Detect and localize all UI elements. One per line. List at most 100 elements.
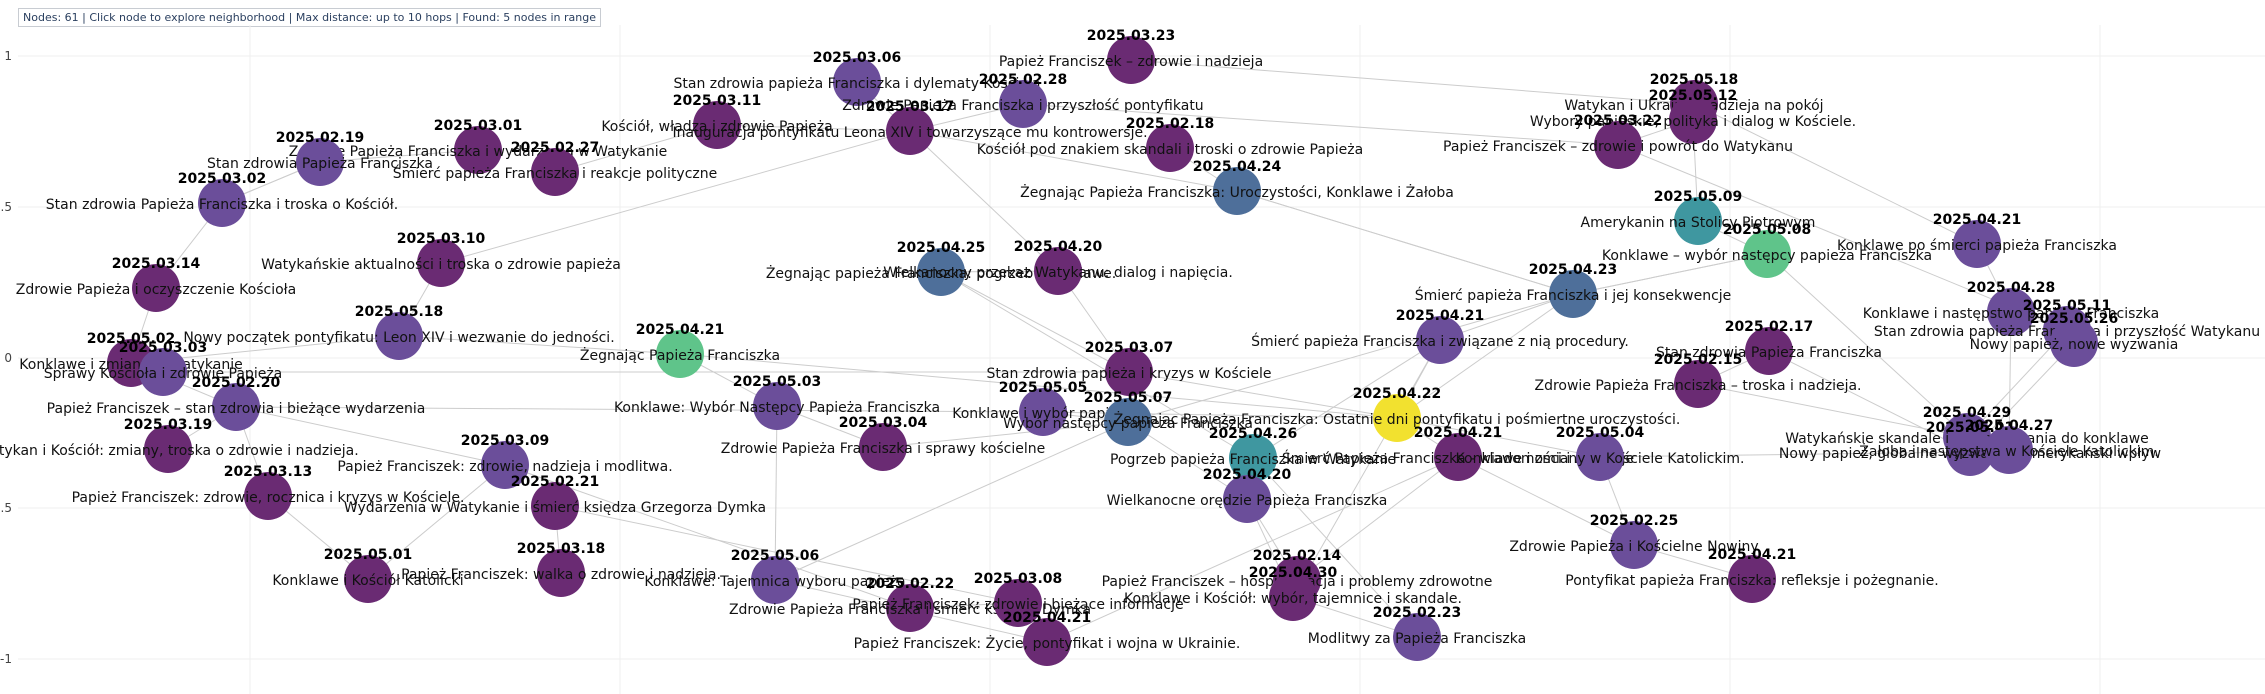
graph-node[interactable]: Śmierć papieża Franciszka i jej konsekwe… bbox=[1415, 262, 1732, 318]
graph-node[interactable]: Watykańskie aktualności i troska o zdrow… bbox=[261, 231, 621, 287]
node-circle[interactable] bbox=[144, 425, 192, 473]
node-circle[interactable] bbox=[886, 584, 934, 632]
node-circle[interactable] bbox=[1229, 434, 1277, 482]
node-circle[interactable] bbox=[693, 101, 741, 149]
graph-node[interactable]: Wielkanocny przekaz Watykanu: dialog i n… bbox=[883, 239, 1233, 295]
graph-node[interactable]: Kościół pod znakiem skandali i troski o … bbox=[977, 116, 1363, 172]
node-circle[interactable] bbox=[296, 138, 344, 186]
graph-node[interactable]: Wydarzenia w Watykanie i śmierć księdza … bbox=[344, 474, 766, 530]
graph-node[interactable]: Nowy początek pontyfikatu: Leon XIV i we… bbox=[183, 304, 615, 360]
node-circle[interactable] bbox=[531, 482, 579, 530]
graph-node[interactable]: Śmierć papieża Franciszka i związane z n… bbox=[1251, 308, 1629, 364]
node-circle[interactable] bbox=[859, 423, 907, 471]
node-circle[interactable] bbox=[537, 549, 585, 597]
node-circle[interactable] bbox=[2050, 319, 2098, 367]
graph-node[interactable]: Wybór następcy papieża Franciszka2025.05… bbox=[1003, 390, 1253, 446]
node-circle[interactable] bbox=[1728, 555, 1776, 603]
node-circle[interactable] bbox=[1269, 573, 1317, 621]
node-circle[interactable] bbox=[198, 179, 246, 227]
node-circle[interactable] bbox=[917, 248, 965, 296]
graph-node[interactable]: Żegnając papieża Franciszka: pogrzeb i k… bbox=[766, 240, 1116, 296]
node-circle[interactable] bbox=[1987, 288, 2035, 336]
node-circle[interactable] bbox=[886, 107, 934, 155]
node-circle[interactable] bbox=[417, 239, 465, 287]
node-circle[interactable] bbox=[139, 348, 187, 396]
graph-node[interactable]: Zdrowie Papieża i oczyszczenie Kościoła2… bbox=[16, 256, 296, 312]
graph-node[interactable]: Śmierć Papieża Franciszka - wiadomości i… bbox=[1282, 425, 1634, 481]
node-circle[interactable] bbox=[1745, 327, 1793, 375]
graph-node[interactable]: Konklawe po śmierci papieża Franciszka20… bbox=[1837, 212, 2117, 268]
graph-node[interactable]: Zdrowie Papieża Franciszka i przyszłość … bbox=[842, 72, 1204, 128]
graph-node[interactable]: Papież Franciszek: walka o zdrowie i nad… bbox=[401, 541, 721, 597]
graph-node[interactable]: Papież Franciszek – stan zdrowia i bieżą… bbox=[47, 375, 426, 431]
node-circle[interactable] bbox=[1146, 124, 1194, 172]
graph-node[interactable]: Papież Franciszek: zdrowie i bieżące inf… bbox=[852, 571, 1184, 627]
graph-node[interactable]: Papież Franciszek: Życie, pontyfikat i w… bbox=[854, 610, 1241, 666]
node-circle[interactable] bbox=[375, 312, 423, 360]
graph-node[interactable]: Pogrzeb papieża Franciszka w Watykanie20… bbox=[1110, 426, 1396, 482]
node-circle[interactable] bbox=[1105, 348, 1153, 396]
node-circle[interactable] bbox=[1576, 433, 1624, 481]
node-circle[interactable] bbox=[1594, 121, 1642, 169]
graph-node[interactable]: Inauguracja pontyfikatu Leona XIV i towa… bbox=[672, 99, 1148, 155]
graph-node[interactable]: Konklawe – wybór następcy papieża Franci… bbox=[1602, 222, 1932, 278]
node-circle[interactable] bbox=[1023, 618, 1071, 666]
node-circle[interactable] bbox=[753, 382, 801, 430]
graph-node[interactable]: Papież Franciszek: zdrowie, rocznica i k… bbox=[72, 464, 465, 520]
graph-node[interactable]: Zdrowie Papieża Franciszka i sprawy kośc… bbox=[721, 415, 1046, 471]
node-circle[interactable] bbox=[1674, 197, 1722, 245]
node-circle[interactable] bbox=[833, 58, 881, 106]
node-circle[interactable] bbox=[1223, 475, 1271, 523]
graph-node[interactable]: Stan zdrowia Papieża Franciszka2025.02.1… bbox=[207, 130, 433, 186]
graph-node[interactable]: Nowy papież, globalne wyzwania i ameryka… bbox=[1779, 420, 2161, 476]
node-circle[interactable] bbox=[531, 148, 579, 196]
graph-node[interactable]: Papież Franciszek – zdrowie i powrót do … bbox=[1443, 113, 1793, 169]
node-circle[interactable] bbox=[1213, 167, 1261, 215]
node-circle[interactable] bbox=[244, 472, 292, 520]
graph-node[interactable]: Konklawe: Tajemnica wyboru papieża2025.0… bbox=[644, 548, 906, 604]
node-circle[interactable] bbox=[1946, 428, 1994, 476]
graph-node[interactable]: Żegnając Papieża Franciszka: Uroczystośc… bbox=[1020, 159, 1454, 215]
node-circle[interactable] bbox=[1104, 398, 1152, 446]
graph-node[interactable]: Stan zdrowia Papieża Franciszka i troska… bbox=[46, 171, 398, 227]
graph-node[interactable]: Stan zdrowia Papieża Franciszka2025.02.1… bbox=[1656, 319, 1882, 375]
node-circle[interactable] bbox=[1434, 433, 1482, 481]
node-circle[interactable] bbox=[1985, 426, 2033, 474]
node-circle[interactable] bbox=[1416, 316, 1464, 364]
graph-node[interactable]: Pontyfikat papieża Franciszka: refleksje… bbox=[1565, 547, 1939, 603]
graph-node[interactable]: Śmierć papieża Franciszka i reakcje poli… bbox=[393, 140, 718, 196]
graph-node[interactable]: Kościół, władza i zdrowie Papieża2025.03… bbox=[601, 93, 833, 149]
node-circle[interactable] bbox=[454, 126, 502, 174]
node-circle[interactable] bbox=[212, 383, 260, 431]
node-circle[interactable] bbox=[1549, 270, 1597, 318]
graph-node[interactable]: Konklawe i zmiany w Kościele Katolickim.… bbox=[1456, 425, 1745, 481]
graph-node[interactable]: Watykan i Kościół: zmiany, troska o zdro… bbox=[0, 417, 359, 473]
graph-node[interactable]: Stan zdrowia papieża i kryzys w Kościele… bbox=[987, 340, 1272, 396]
node-circle[interactable] bbox=[1373, 394, 1421, 442]
node-circle[interactable] bbox=[994, 579, 1042, 627]
graph-node[interactable]: Papież Franciszek – zdrowie i nadzieja20… bbox=[999, 28, 1263, 84]
node-circle[interactable] bbox=[1107, 36, 1155, 84]
node-circle[interactable] bbox=[999, 80, 1047, 128]
graph-node[interactable]: Konklawe i Kościół: wybór, tajemnice i s… bbox=[1124, 565, 1462, 621]
graph-node[interactable]: Żałoba i następstwa w Kościele katolicki… bbox=[1859, 418, 2159, 474]
node-circle[interactable] bbox=[1393, 613, 1441, 661]
node-circle[interactable] bbox=[751, 556, 799, 604]
graph-node[interactable]: Amerykanin na Stolicy Piotrowym2025.05.0… bbox=[1581, 189, 1816, 245]
node-circle[interactable] bbox=[344, 555, 392, 603]
node-circle[interactable] bbox=[1953, 220, 2001, 268]
graph-node[interactable]: Papież Franciszek: zdrowie, nadzieja i m… bbox=[337, 433, 673, 489]
node-circle[interactable] bbox=[1674, 360, 1722, 408]
node-circle[interactable] bbox=[1743, 230, 1791, 278]
graph-node[interactable]: Zdrowie Papieża i Kościelne Nowiny2025.0… bbox=[1509, 513, 1759, 569]
node-circle[interactable] bbox=[1610, 521, 1658, 569]
graph-node[interactable]: Stan zdrowia papieża Franciszka i dylema… bbox=[673, 50, 1041, 106]
graph-node[interactable]: Żegnając Papieża Franciszka: Ostatnie dn… bbox=[1114, 386, 1681, 442]
node-circle[interactable] bbox=[1669, 96, 1717, 144]
